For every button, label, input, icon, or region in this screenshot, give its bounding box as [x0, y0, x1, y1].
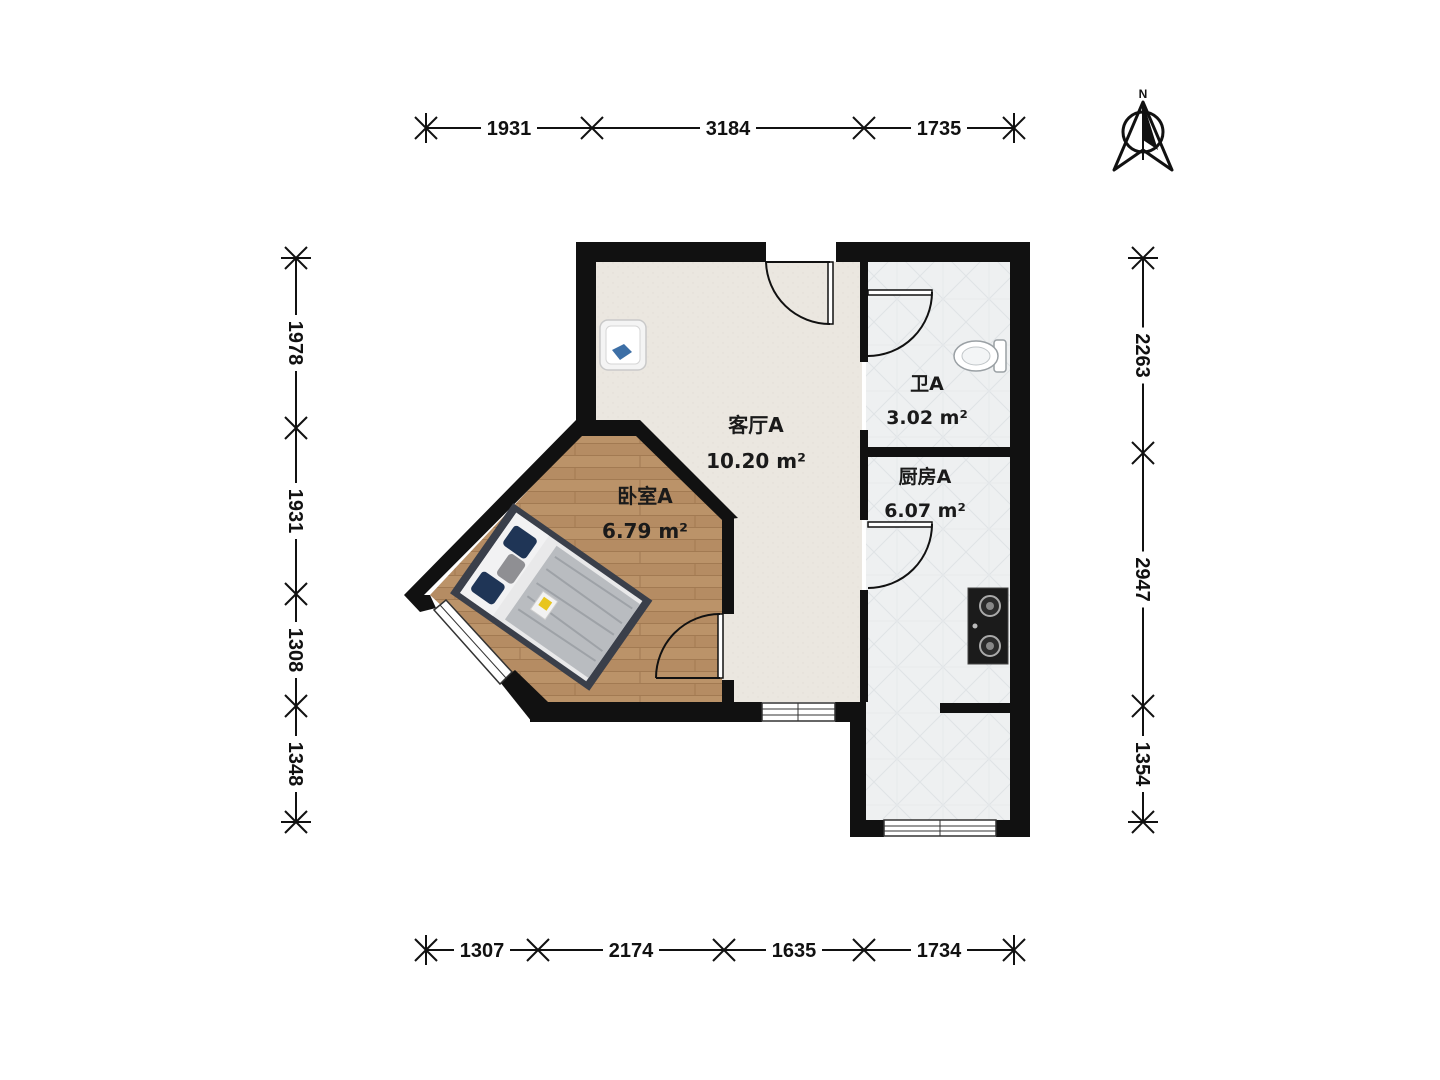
dim-left-tick [284, 416, 308, 440]
dim-bottom-label: 1635 [772, 940, 817, 962]
dim-top-label: 3184 [706, 118, 751, 140]
dim-bottom-label-bg [454, 937, 510, 963]
kitchen-name: 厨房A [899, 465, 952, 488]
dim-bottom-label-bg [911, 937, 967, 963]
bed-icon [450, 503, 653, 691]
dim-right-label-bg [1130, 551, 1156, 608]
dim-left-label: 1348 [284, 742, 306, 787]
dim-right-tick [1131, 441, 1155, 465]
dim-right-tick [1131, 246, 1155, 270]
dim-left-label-bg [283, 622, 309, 678]
dim-top-label: 1931 [487, 118, 532, 140]
bathroom-name: 卫A [910, 373, 944, 395]
bathroom-area: 3.02 m² [886, 407, 968, 429]
dim-bottom-label-bg [603, 937, 659, 963]
dim-top-label-bg [911, 115, 967, 141]
bedroom-wall-upper-left [404, 420, 738, 595]
dim-bottom-tick [852, 938, 876, 962]
dim-right-label: 2263 [1131, 333, 1153, 378]
bedroom-wall-right [722, 518, 734, 614]
living-room-area: 10.20 m² [706, 449, 806, 473]
dim-left-label: 1308 [284, 628, 306, 673]
dim-left-tick [284, 810, 308, 834]
bedroom-window [432, 598, 514, 686]
dim-bottom-tick [1002, 938, 1026, 962]
living-room-name: 客厅A [727, 413, 784, 437]
dim-top-tick [1002, 116, 1026, 140]
dim-top-tick [852, 116, 876, 140]
dim-left-tick [284, 582, 308, 606]
dim-top-tick [414, 116, 438, 140]
dim-bottom-label: 1307 [460, 940, 505, 962]
north-compass-icon: N [1112, 87, 1174, 172]
dim-bottom-tick [414, 938, 438, 962]
dim-right-label-bg [1130, 327, 1156, 384]
kitchen-door [867, 521, 933, 589]
dim-left-tick [284, 246, 308, 270]
dim-left-label-bg [283, 736, 309, 792]
bathroom-door [867, 289, 933, 357]
bedroom-name: 卧室A [617, 484, 673, 508]
walls [530, 242, 1030, 837]
armchair-icon [599, 319, 647, 371]
compass-label: N [1139, 87, 1148, 101]
dim-top-label-bg [700, 115, 756, 141]
bedroom-area: 6.79 m² [602, 519, 688, 543]
dim-bottom-label: 2174 [609, 940, 654, 962]
living-window [761, 702, 836, 722]
dimension-lines: 1931 3184 1735 1307 2174 1635 1734 1978 1931 1308… [281, 113, 1158, 965]
bedroom-wall-lower-left [404, 595, 436, 612]
dim-bottom-tick [526, 938, 550, 962]
dim-bottom-tick [712, 938, 736, 962]
kitchen-area: 6.07 m² [884, 500, 966, 522]
dim-top-tick [580, 116, 604, 140]
dim-bottom-label-bg [766, 937, 822, 963]
dim-right-label: 2947 [1131, 557, 1153, 602]
dim-left-label-bg [283, 315, 309, 371]
entrance-door [765, 261, 834, 325]
stove-icon [967, 587, 1009, 665]
dim-top-label: 1735 [917, 118, 962, 140]
dim-right-tick [1131, 694, 1155, 718]
dim-left-label: 1931 [284, 489, 306, 534]
kitchen-window [883, 819, 997, 837]
dim-right-label: 1354 [1131, 742, 1153, 787]
dim-left-label-bg [283, 483, 309, 539]
dim-bottom-label: 1734 [917, 940, 962, 962]
toilet-icon [953, 339, 1007, 373]
bedroom-door [655, 613, 724, 679]
dim-right-tick [1131, 810, 1155, 834]
bedroom-wall-lower-corner [500, 670, 548, 722]
dim-left-label: 1978 [284, 321, 306, 366]
dim-left-tick [284, 694, 308, 718]
dim-top-label-bg [481, 115, 537, 141]
dim-right-label-bg [1130, 736, 1156, 792]
